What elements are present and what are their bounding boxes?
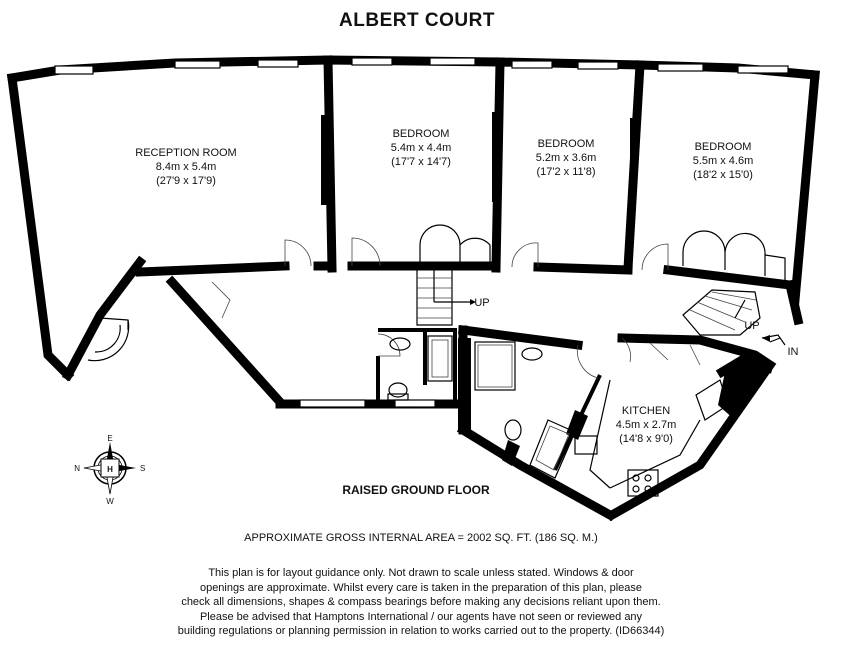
disclaimer-line: openings are approximate. Whilst every c…: [199, 581, 643, 594]
entrance-label: IN: [788, 346, 799, 358]
room-name-bedroom-3: BEDROOM: [695, 141, 752, 153]
disclaimer-line: This plan is for layout guidance only. N…: [208, 567, 634, 579]
room-imperial-bedroom-1: (17'7 x 14'7): [391, 156, 451, 168]
bay-window: [87, 317, 130, 362]
room-imperial-bedroom-2: (17'2 x 11'8): [536, 166, 595, 178]
room-metric-reception: 8.4m x 5.4m: [156, 161, 217, 173]
room-metric-bedroom-1: 5.4m x 4.4m: [391, 142, 452, 154]
stairs-right: [682, 289, 761, 336]
room-imperial-kitchen: (14'8 x 9'0): [619, 433, 673, 445]
compass-center-label: H: [107, 465, 113, 474]
floor-name: RAISED GROUND FLOOR: [342, 483, 490, 497]
room-labels: RECEPTION ROOM 8.4m x 5.4m (27'9 x 17'9)…: [135, 128, 798, 445]
disclaimer-line: Please be advised that Hamptons Internat…: [199, 610, 643, 623]
room-name-bedroom-2: BEDROOM: [538, 138, 595, 150]
bathroom-fixtures: [474, 341, 576, 479]
compass-icon: H E W N S: [74, 434, 145, 506]
disclaimer-line: check all dimensions, shapes & compass b…: [181, 596, 661, 608]
door-swings: [211, 237, 701, 379]
stairs-up-label-right: UP: [744, 320, 759, 332]
room-imperial-reception: (27'9 x 17'9): [156, 175, 216, 187]
room-metric-bedroom-2: 5.2m x 3.6m: [536, 152, 597, 164]
compass-n-label: N: [74, 464, 80, 473]
plan-title: ALBERT COURT: [339, 10, 495, 31]
room-name-kitchen: KITCHEN: [622, 405, 670, 417]
room-name-bedroom-1: BEDROOM: [393, 128, 450, 140]
chimney-breasts: [321, 112, 768, 466]
room-metric-kitchen: 4.5m x 2.7m: [616, 419, 677, 431]
compass-s-label: S: [140, 464, 145, 473]
stairs-up-label-left: UP: [474, 297, 489, 309]
windows: [54, 57, 789, 408]
gross-internal-area: APPROXIMATE GROSS INTERNAL AREA = 2002 S…: [244, 532, 598, 544]
wardrobes: [419, 224, 786, 280]
compass-e-label: E: [107, 434, 112, 443]
room-metric-bedroom-3: 5.5m x 4.6m: [693, 155, 754, 167]
entry-arrow: [761, 334, 786, 346]
kitchen-fixtures: [574, 379, 729, 497]
stairs-left: [416, 268, 476, 326]
room-name-reception: RECEPTION ROOM: [135, 147, 236, 159]
room-imperial-bedroom-3: (18'2 x 15'0): [693, 169, 753, 181]
disclaimer-line: building regulations or planning permiss…: [177, 625, 665, 637]
wc-fixtures: [387, 335, 453, 401]
compass-w-label: W: [106, 497, 114, 506]
disclaimer: This plan is for layout guidance only. N…: [170, 566, 672, 639]
